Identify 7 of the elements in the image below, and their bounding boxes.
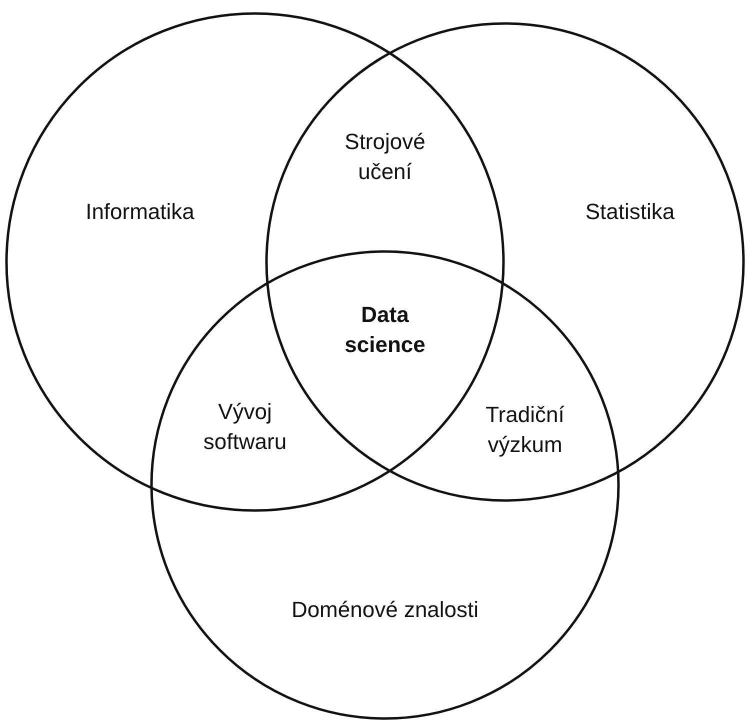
- set-label: Statistika: [584, 198, 676, 226]
- set-label: Doménové znalosti: [290, 596, 480, 624]
- set-label: Informatika: [84, 198, 196, 226]
- overlap-label: Vývoj softwaru: [202, 398, 288, 456]
- overlap-label: Tradiční výzkum: [484, 401, 566, 459]
- overlap-label: Strojové učení: [344, 128, 426, 186]
- overlap-label: Data science: [344, 301, 426, 359]
